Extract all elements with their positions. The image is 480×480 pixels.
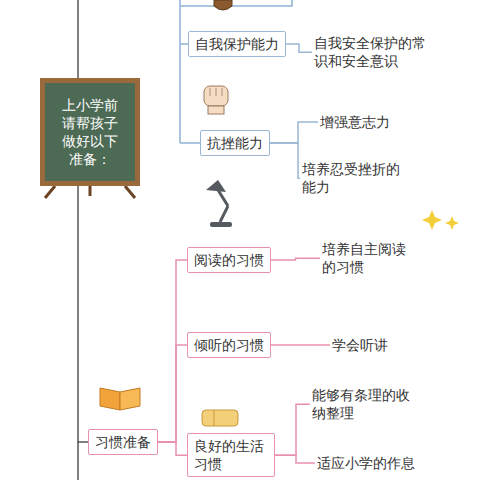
leaf-text: 培养忍受挫折的能力	[300, 158, 412, 198]
branch-line	[180, 142, 200, 144]
fist-icon	[204, 86, 228, 114]
node-label: 适应小学的作息	[317, 454, 415, 472]
topic-box: 倾听的习惯	[187, 332, 271, 358]
leaf-text: 能够有条理的收纳整理	[310, 384, 422, 424]
leaf-text: 学会听讲	[330, 334, 390, 356]
branch-connector	[158, 260, 187, 442]
topic-box: 阅读的习惯	[187, 247, 271, 273]
branch-line	[180, 43, 188, 45]
sparkle	[422, 210, 442, 230]
branch-line	[179, 0, 181, 143]
book-icon	[100, 388, 140, 410]
easel-leg	[125, 186, 135, 198]
node-label: 学会听讲	[332, 336, 388, 354]
node-label: 倾听的习惯	[194, 336, 264, 354]
branch-connector	[78, 186, 88, 442]
leaf-text: 增强意志力	[318, 111, 392, 133]
node-label: 增强意志力	[320, 113, 390, 131]
node-label: 抗挫能力	[207, 134, 263, 152]
leaf-text: 适应小学的作息	[315, 452, 417, 474]
easel-leg	[45, 186, 55, 198]
branch-line	[180, 0, 292, 6]
eraser-icon	[202, 410, 238, 426]
sparkle	[445, 216, 459, 230]
node-label: 自我保护能力	[195, 35, 279, 53]
topic-box: 良好的生活习惯	[187, 433, 275, 477]
node-label: 阅读的习惯	[194, 251, 264, 269]
branch-connector	[271, 344, 330, 346]
node-label: 培养自主阅读的习惯	[322, 240, 418, 276]
board-title: 上小学前 请帮孩子 做好以下 准备：	[51, 96, 129, 169]
branch-connector	[270, 122, 318, 143]
node-label: 良好的生活习惯	[194, 437, 268, 473]
branch-connector	[275, 455, 315, 463]
branch-connector	[271, 258, 320, 260]
branch-connector	[158, 442, 187, 455]
node-label: 习惯准备	[95, 433, 151, 451]
node-label: 自我安全保护的常识和安全意识	[314, 34, 434, 70]
branch-connector	[275, 404, 310, 455]
leaf-text: 培养自主阅读的习惯	[320, 238, 420, 278]
branch-connector	[286, 44, 312, 52]
chalkboard: 上小学前 请帮孩子 做好以下 准备：	[40, 78, 140, 186]
topic-box: 抗挫能力	[200, 130, 270, 156]
branch-connector	[270, 143, 300, 178]
topic-box: 自我保护能力	[188, 31, 286, 57]
node-label: 培养忍受挫折的能力	[302, 160, 410, 196]
lamp-icon	[206, 180, 232, 227]
branch-connector	[158, 345, 187, 442]
trunk-line	[77, 0, 79, 80]
easel-leg	[89, 186, 92, 196]
leaf-text: 自我安全保护的常识和安全意识	[312, 32, 436, 72]
node-label: 能够有条理的收纳整理	[312, 386, 420, 422]
category-box: 习惯准备	[88, 429, 158, 455]
trunk-line	[77, 442, 79, 480]
shield-icon	[214, 0, 232, 10]
